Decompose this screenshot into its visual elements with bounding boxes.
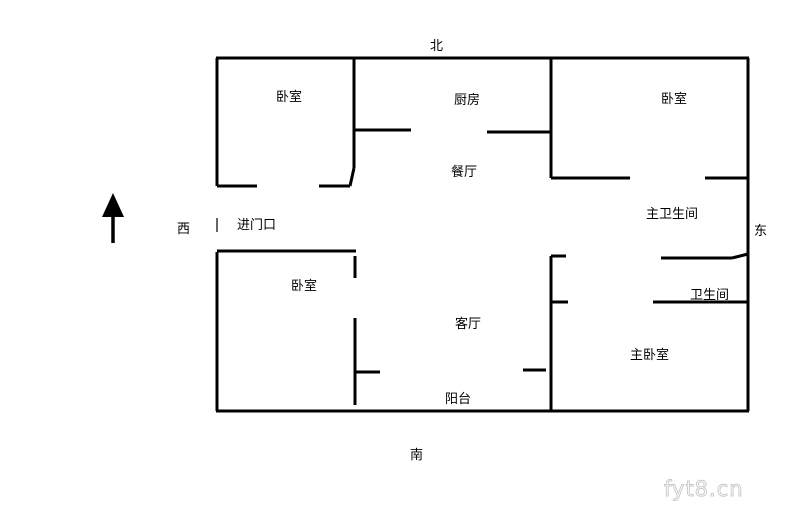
compass-east: 东 <box>754 224 767 239</box>
label-bedroom-nw: 卧室 <box>276 89 302 105</box>
label-balcony: 阳台 <box>445 392 471 407</box>
label-dining: 餐厅 <box>451 164 477 180</box>
label-master-bedroom: 主卧室 <box>630 347 669 363</box>
label-living: 客厅 <box>455 316 481 332</box>
label-master-bath: 主卫生间 <box>646 207 698 222</box>
label-bathroom: 卫生间 <box>690 288 729 303</box>
label-kitchen: 厨房 <box>454 92 480 108</box>
compass-west: 西 <box>177 222 190 237</box>
north-arrow-icon <box>102 193 124 243</box>
watermark: fyt8.cn <box>664 477 744 501</box>
outer-walls <box>215 56 750 413</box>
label-entrance: 进门口 <box>237 218 276 233</box>
label-bedroom-ne: 卧室 <box>661 91 687 107</box>
label-bedroom-sw: 卧室 <box>291 278 317 294</box>
compass-south: 南 <box>410 447 423 463</box>
interior-walls <box>217 58 749 411</box>
compass-north: 北 <box>430 39 443 54</box>
